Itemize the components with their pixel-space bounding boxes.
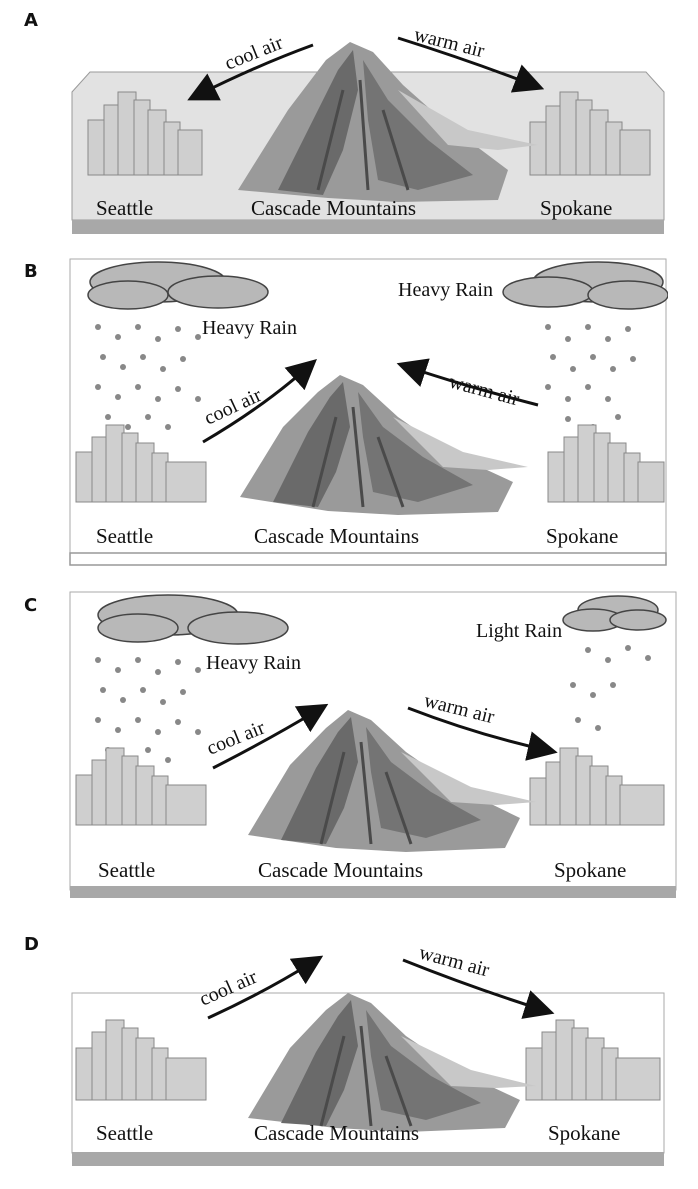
place-cascade: Cascade Mountains xyxy=(251,196,417,220)
place-spokane: Spokane xyxy=(546,524,619,548)
cloud-icon xyxy=(87,261,269,310)
cloud-icon xyxy=(97,594,289,645)
rain-label-left: Heavy Rain xyxy=(206,652,301,674)
place-seattle: Seattle xyxy=(98,858,156,882)
ground-base xyxy=(72,1152,664,1166)
scene: cool air warm air Heavy Rain Light Rain … xyxy=(68,590,680,908)
mountain-icon xyxy=(240,375,528,515)
mountain-icon xyxy=(238,42,538,202)
city-icon xyxy=(75,424,207,503)
city-icon xyxy=(529,747,665,826)
rain-label-right: Light Rain xyxy=(476,620,563,642)
cloud-icon xyxy=(562,595,667,632)
ground-base xyxy=(70,886,676,898)
panel-c: C xyxy=(0,585,698,910)
warm-air-arrow xyxy=(407,706,558,761)
panel-label: D xyxy=(24,934,39,955)
place-spokane: Spokane xyxy=(540,196,613,220)
warm-air-arrow xyxy=(396,358,539,407)
cool-air-arrow xyxy=(202,359,317,444)
city-icon xyxy=(547,424,665,503)
place-seattle: Seattle xyxy=(96,1121,154,1145)
panel-label: B xyxy=(24,261,38,282)
cool-air-arrow xyxy=(187,43,314,101)
place-spokane: Spokane xyxy=(548,1121,621,1145)
place-seattle: Seattle xyxy=(96,196,154,220)
warm-air-label: warm air xyxy=(417,948,492,981)
mountain-icon xyxy=(248,993,536,1132)
city-icon xyxy=(75,1019,207,1101)
panel-d: D xyxy=(0,920,698,1185)
panel-a: A xyxy=(0,0,698,245)
cool-air-arrow xyxy=(212,703,329,770)
ground-base xyxy=(69,552,667,566)
scene: cool air warm air Seattle Cascade Mounta… xyxy=(68,30,668,242)
panel-b: B xyxy=(0,245,698,575)
raindrops-icon xyxy=(570,645,651,731)
cloud-icon xyxy=(502,261,668,310)
place-spokane: Spokane xyxy=(554,858,627,882)
scene: cool air warm air Heavy Rain Heavy Rain … xyxy=(68,257,668,572)
raindrops-icon xyxy=(95,324,201,430)
scene: cool air warm air Seattle Cascade Mounta… xyxy=(68,948,668,1170)
panel-label: C xyxy=(24,595,38,616)
city-icon xyxy=(525,1019,661,1101)
warm-air-arrow xyxy=(397,36,545,93)
place-seattle: Seattle xyxy=(96,524,154,548)
rain-label-left: Heavy Rain xyxy=(202,317,297,339)
city-icon xyxy=(75,747,207,826)
city-icon xyxy=(87,91,203,176)
city-icon xyxy=(529,91,651,176)
place-cascade: Cascade Mountains xyxy=(258,858,424,882)
panel-label: A xyxy=(24,10,38,31)
rain-label-right: Heavy Rain xyxy=(398,279,493,301)
place-cascade: Cascade Mountains xyxy=(254,1121,420,1145)
cool-air-arrow xyxy=(207,955,324,1020)
mountain-icon xyxy=(248,710,536,852)
warm-air-label: warm air xyxy=(412,30,487,62)
place-cascade: Cascade Mountains xyxy=(254,524,420,548)
warm-air-arrow xyxy=(402,958,555,1019)
ground-base xyxy=(72,220,664,234)
